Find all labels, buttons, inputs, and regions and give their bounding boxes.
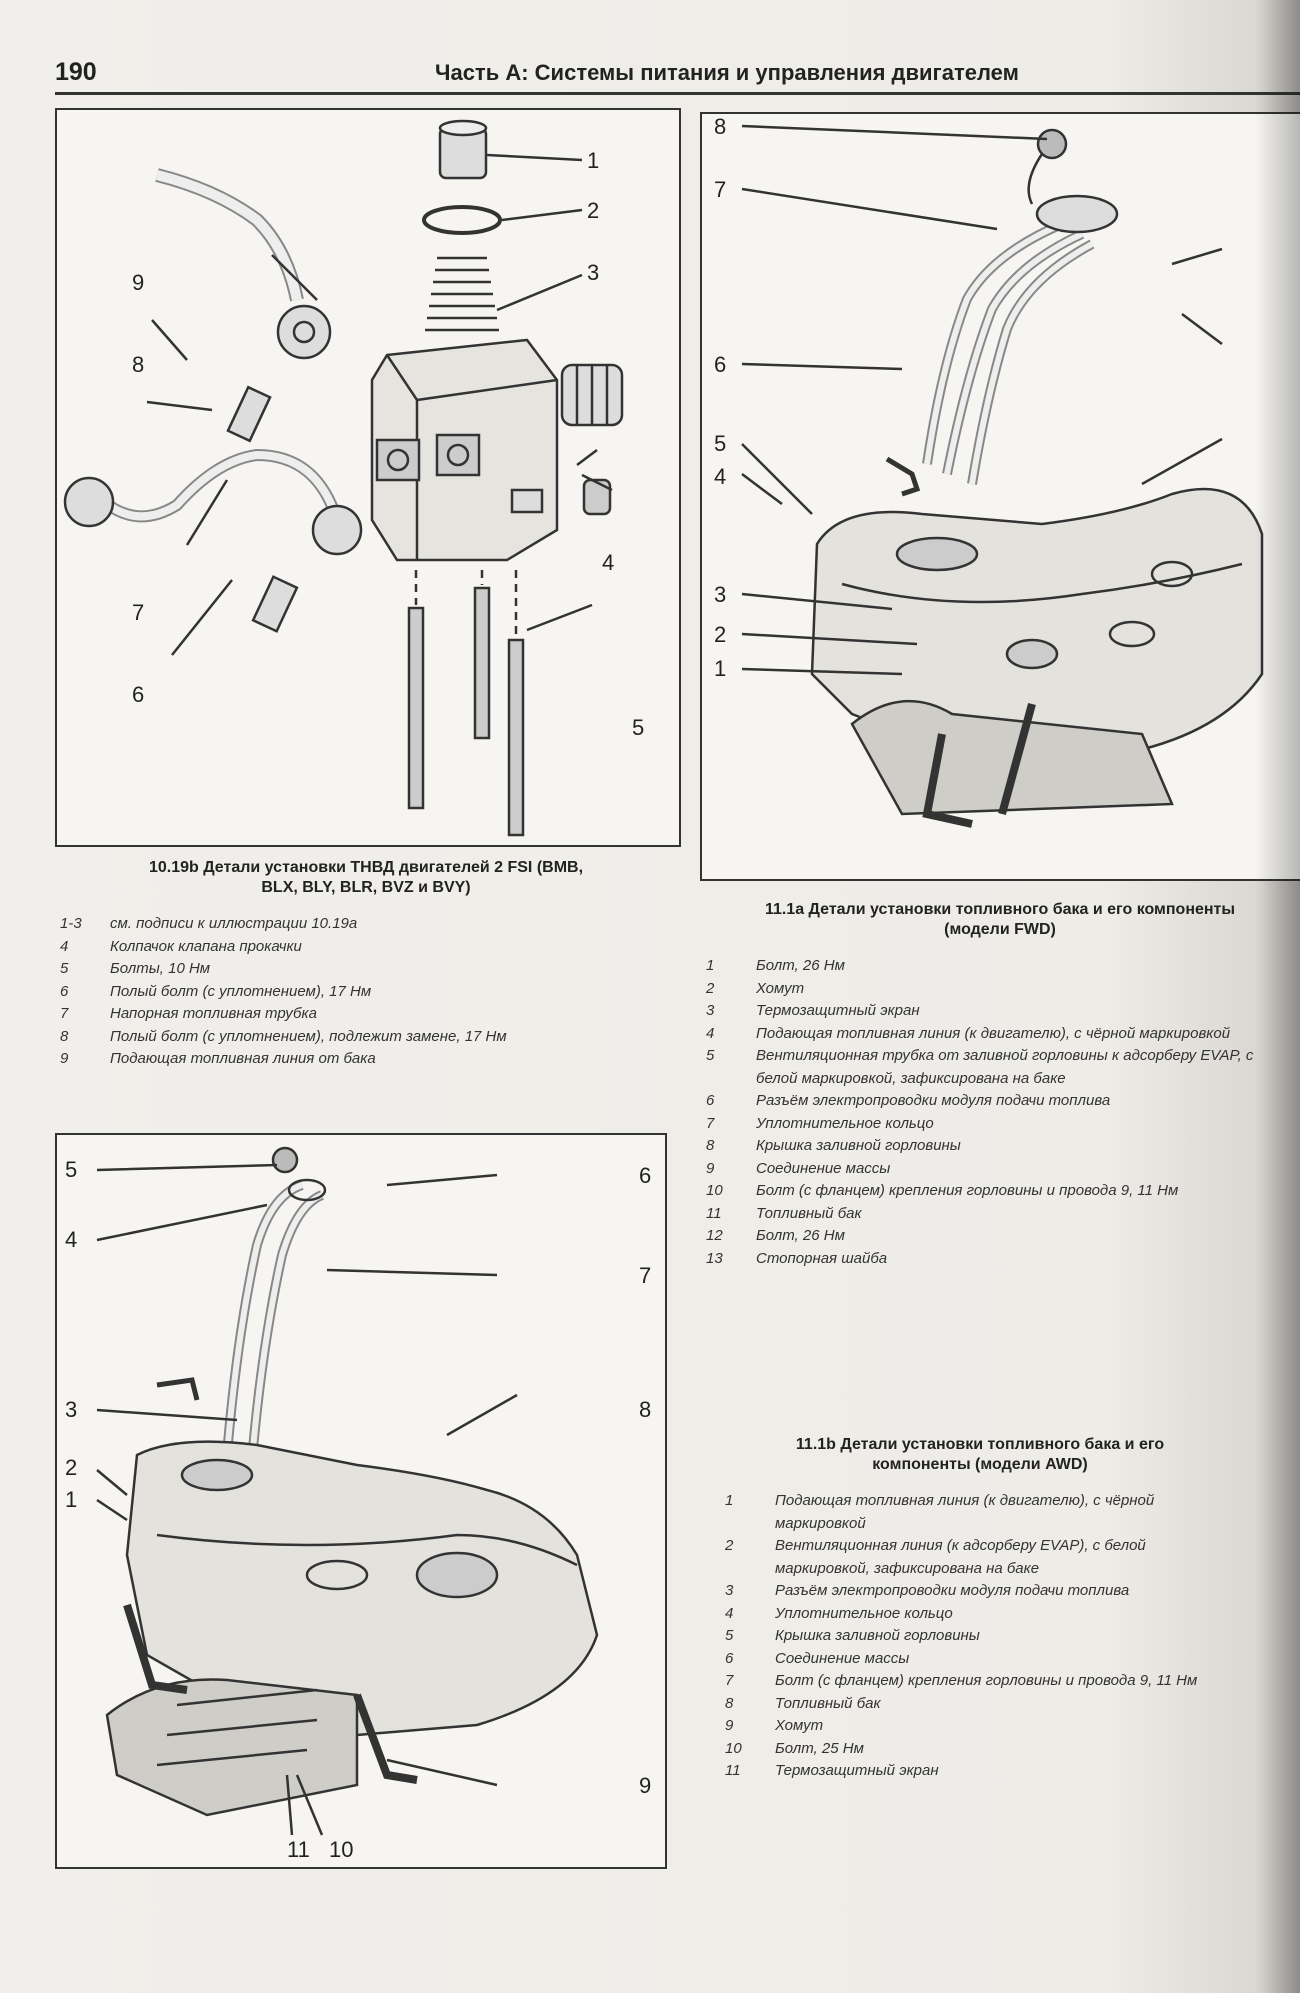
callout-3: 3 bbox=[65, 1397, 77, 1422]
callout-3: 3 bbox=[587, 260, 599, 285]
figure-2-caption: 11.1a Детали установки топливного бака и… bbox=[764, 901, 1236, 938]
callout-8: 8 bbox=[132, 352, 144, 377]
callout-7: 7 bbox=[132, 600, 144, 625]
chapter-title: Часть А: Системы питания и управления дв… bbox=[435, 60, 1019, 85]
callout-8: 8 bbox=[714, 114, 726, 139]
callout-1: 1 bbox=[587, 148, 599, 173]
fuel-tank-awd-drawing: 5 4 3 2 1 6 7 8 9 11 10 bbox=[65, 1146, 651, 1862]
callout-6: 6 bbox=[714, 352, 726, 377]
callout-5: 5 bbox=[714, 431, 726, 456]
callout-3: 3 bbox=[714, 582, 726, 607]
callout-2: 2 bbox=[65, 1455, 77, 1480]
figure-3-caption: 11.1b Детали установки топливного бака и… bbox=[795, 1436, 1165, 1473]
callout-6: 6 bbox=[639, 1163, 651, 1188]
page-header: 190 Часть А: Системы питания и управлени… bbox=[55, 58, 1300, 95]
callout-4: 4 bbox=[602, 550, 614, 575]
callout-7: 7 bbox=[714, 177, 726, 202]
callout-2: 2 bbox=[714, 622, 726, 647]
figure-fuel-pump: 1 2 3 4 5 6 7 8 9 bbox=[55, 108, 681, 847]
fuel-pump-drawing: 1 2 3 4 5 6 7 8 9 bbox=[63, 119, 644, 837]
callout-7: 7 bbox=[639, 1263, 651, 1288]
callout-9: 9 bbox=[639, 1773, 651, 1798]
callout-4: 4 bbox=[714, 464, 726, 489]
figure-1-caption: 10.19b Детали установки ТНВД двигателей … bbox=[148, 859, 584, 896]
callout-4: 4 bbox=[65, 1227, 77, 1252]
figure-fuel-tank-fwd: 8 7 6 5 4 3 2 1 bbox=[700, 112, 1300, 881]
page-number: 190 bbox=[55, 58, 97, 86]
callout-5: 5 bbox=[65, 1157, 77, 1182]
figure-fuel-tank-awd: 5 4 3 2 1 6 7 8 9 11 10 bbox=[55, 1133, 667, 1869]
page-edge-shadow bbox=[1255, 0, 1300, 1993]
callout-9: 9 bbox=[132, 270, 144, 295]
callout-2: 2 bbox=[587, 198, 599, 223]
callout-5: 5 bbox=[632, 715, 644, 740]
callout-1: 1 bbox=[65, 1487, 77, 1512]
callout-8: 8 bbox=[639, 1397, 651, 1422]
callout-10: 10 bbox=[329, 1837, 353, 1862]
callout-1: 1 bbox=[714, 656, 726, 681]
fuel-tank-fwd-drawing: 8 7 6 5 4 3 2 1 bbox=[714, 114, 1264, 828]
callout-6: 6 bbox=[132, 682, 144, 707]
callout-11: 11 bbox=[287, 1837, 310, 1862]
